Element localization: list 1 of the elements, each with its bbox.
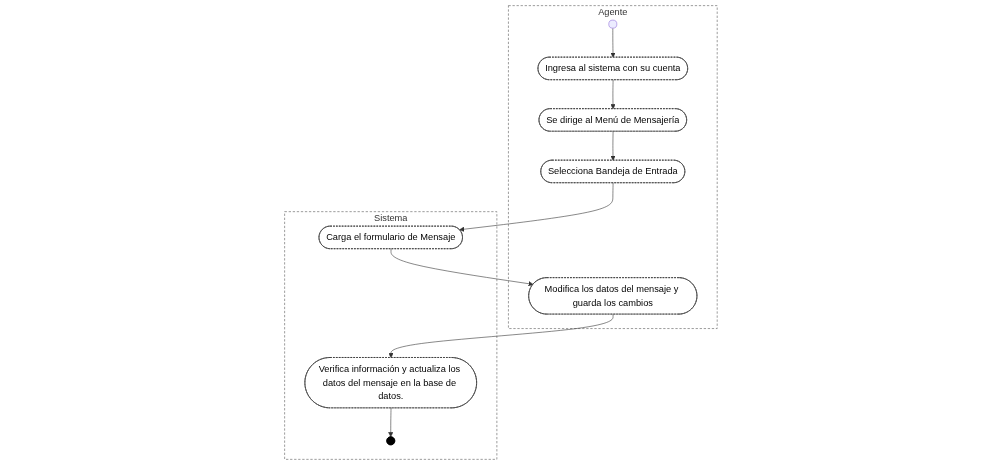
node-circle bbox=[608, 19, 618, 29]
